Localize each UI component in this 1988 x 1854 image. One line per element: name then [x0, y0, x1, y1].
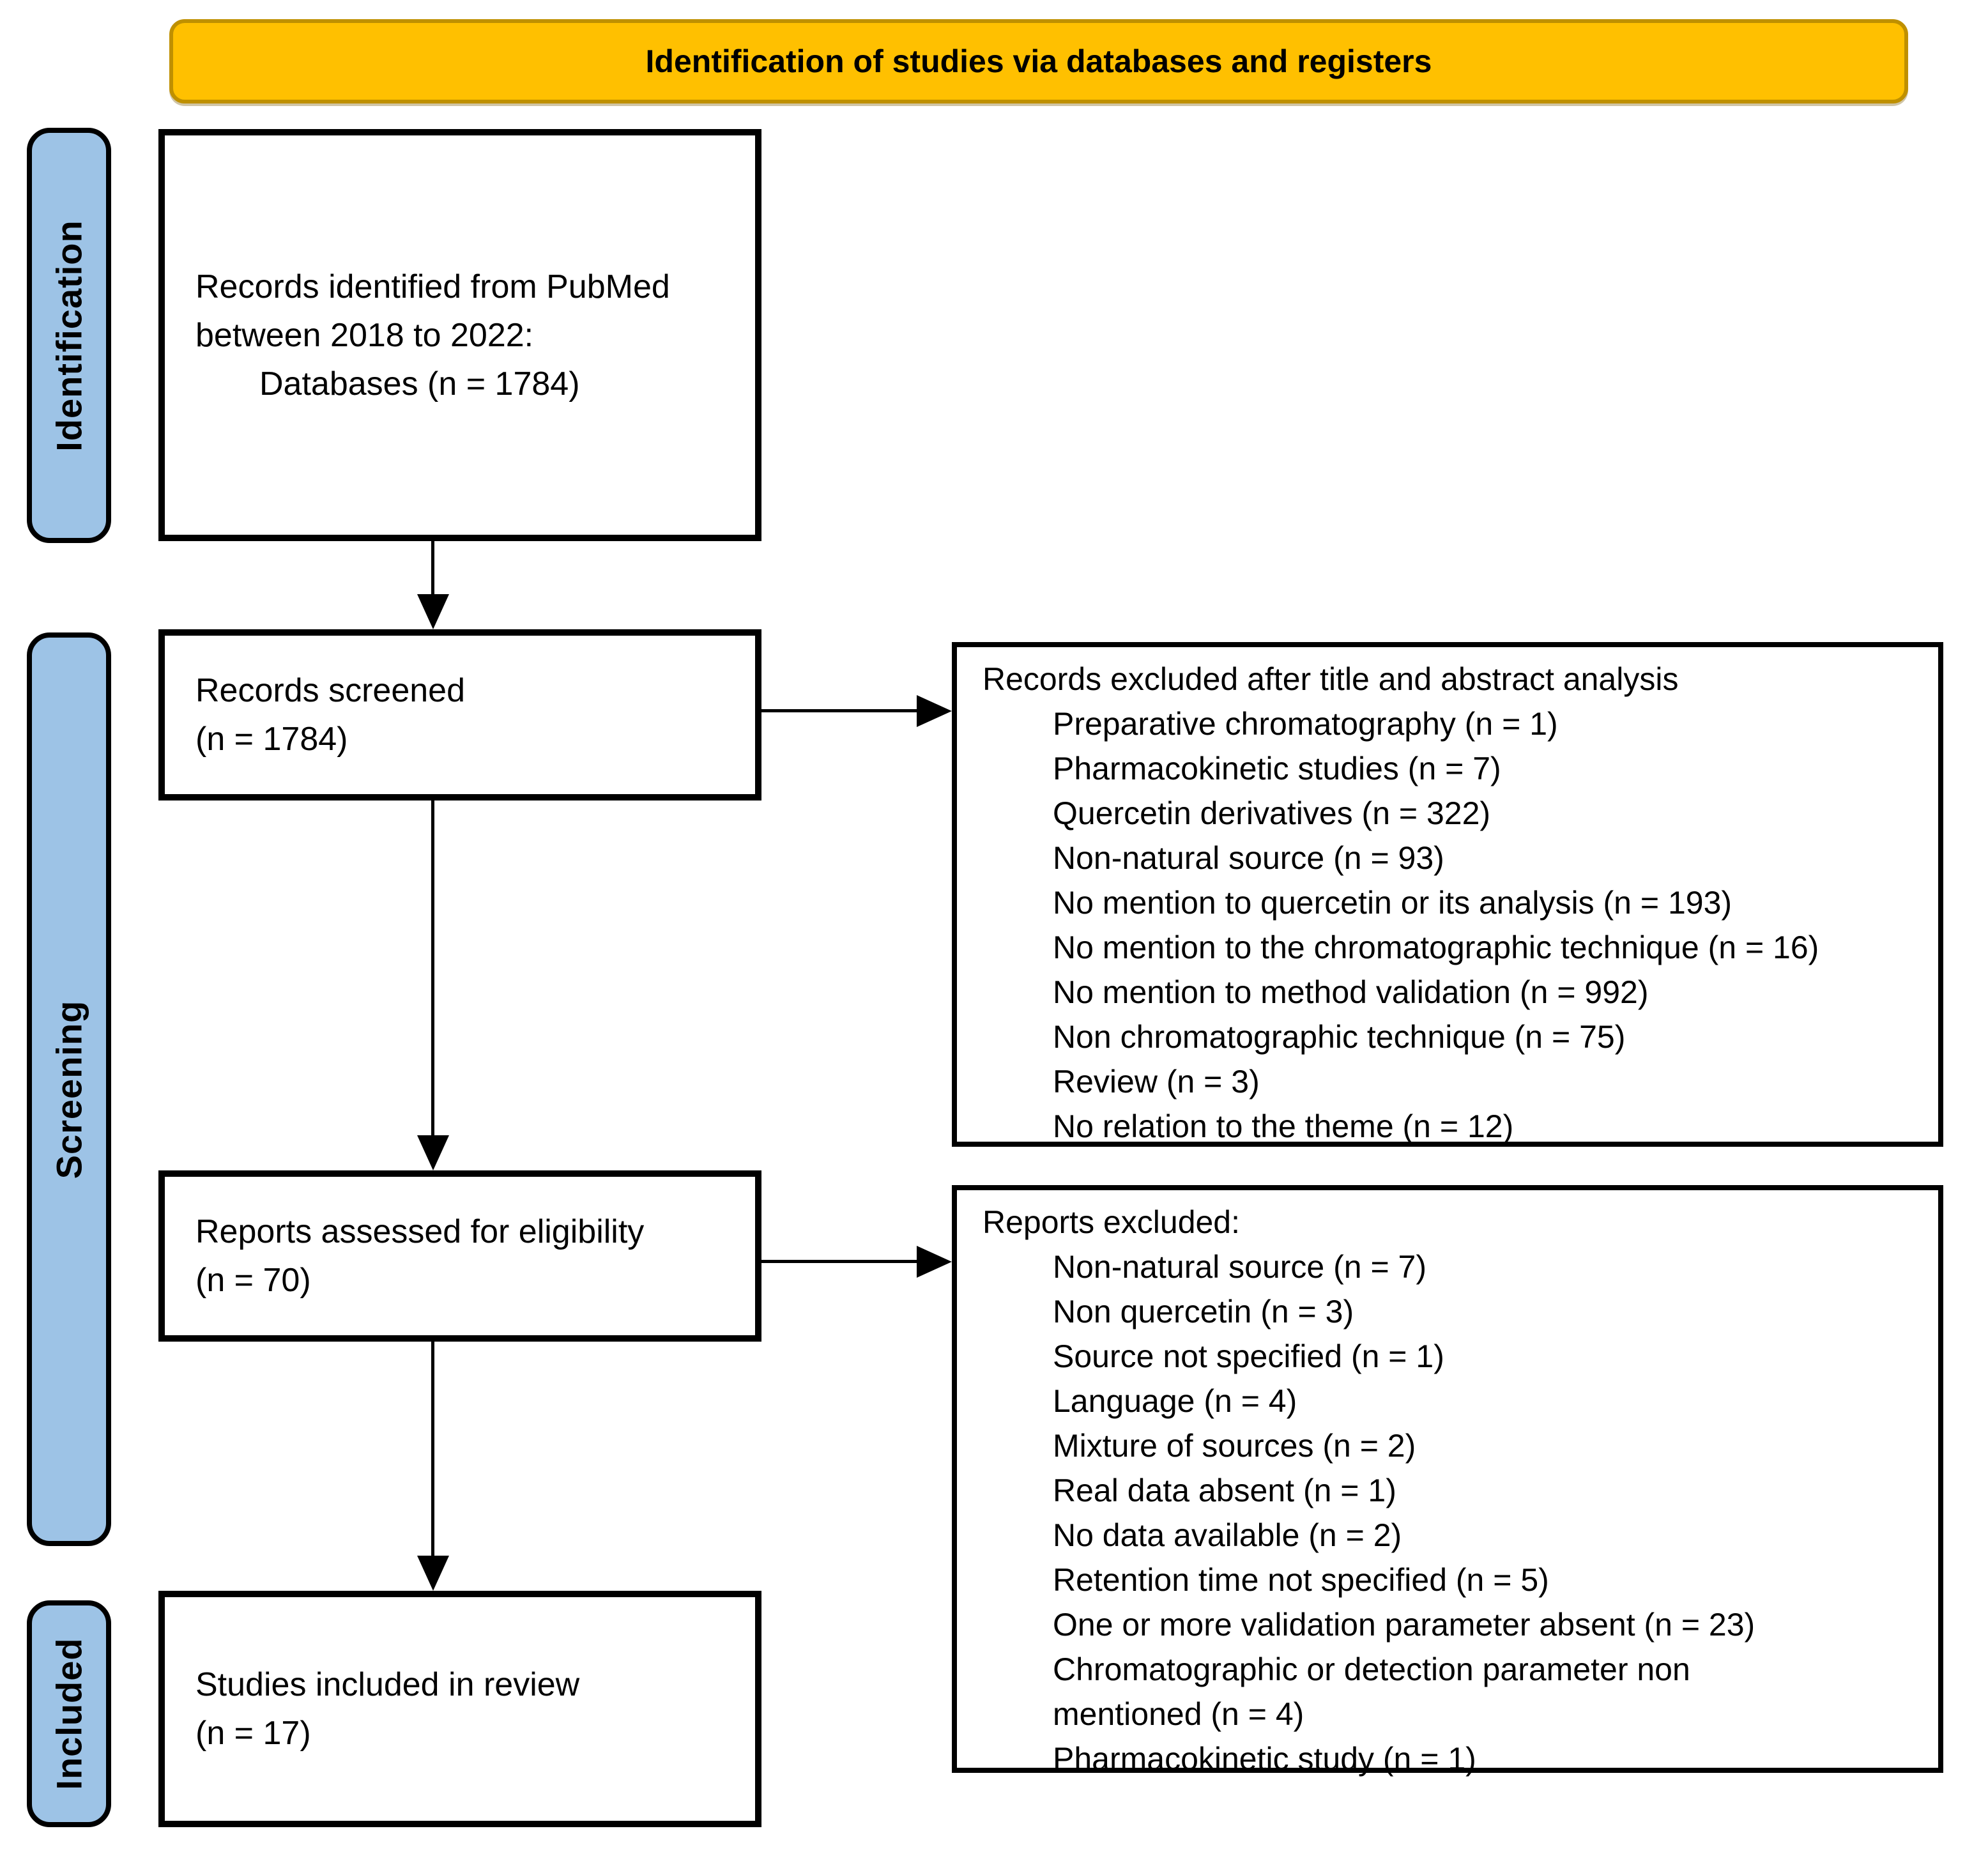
arrow-assessed-to-excluded-icon — [761, 1246, 952, 1278]
arrow-assessed-to-included-icon — [417, 1342, 449, 1591]
box-records-screened: Records screened (n = 1784) — [158, 629, 761, 801]
arrow-head — [917, 695, 952, 727]
exclusion-reason: Pharmacokinetic studies (n = 7) — [1053, 751, 1501, 786]
records-screened-label: Records screened — [195, 672, 465, 709]
banner-title: Identification of studies via databases … — [169, 19, 1908, 103]
banner-title-text: Identification of studies via databases … — [645, 43, 1432, 79]
records-identified-line-2: between 2018 to 2022: — [195, 316, 534, 354]
box-studies-included: Studies included in review (n = 17) — [158, 1591, 761, 1827]
stage-identification-text: Identification — [49, 219, 89, 452]
exclusion-reason: No mention to the chromatographic techni… — [1053, 930, 1819, 965]
box-records-excluded-title-abstract: Records excluded after title and abstrac… — [952, 642, 1943, 1147]
records-excluded-list: Preparative chromatography (n = 1) Pharma… — [983, 701, 1919, 1149]
exclusion-reason: Real data absent (n = 1) — [1053, 1473, 1396, 1508]
studies-included-count: (n = 17) — [195, 1715, 311, 1752]
reports-excluded-list: Non-natural source (n = 7) Non quercetin … — [983, 1245, 1919, 1781]
arrow-stem — [431, 541, 434, 597]
records-identified-count: Databases (n = 1784) — [259, 365, 580, 402]
exclusion-reason: One or more validation parameter absent … — [1053, 1607, 1755, 1643]
exclusion-reason: Non quercetin (n = 3) — [1053, 1294, 1354, 1329]
stage-label-included: Included — [27, 1600, 111, 1827]
exclusion-reason: Mixture of sources (n = 2) — [1053, 1428, 1416, 1464]
exclusion-reason: No mention to quercetin or its analysis … — [1053, 885, 1732, 921]
exclusion-reason: Preparative chromatography (n = 1) — [1053, 706, 1558, 742]
arrow-screened-to-excluded-icon — [761, 695, 952, 727]
stage-screening-text: Screening — [49, 1000, 89, 1179]
exclusion-reason: Non-natural source (n = 7) — [1053, 1249, 1427, 1285]
exclusion-reason: Source not specified (n = 1) — [1053, 1338, 1444, 1374]
arrow-stem — [761, 709, 920, 712]
reports-excluded-header: Reports excluded: — [983, 1204, 1241, 1240]
exclusion-reason: Language (n = 4) — [1053, 1383, 1297, 1419]
arrow-stem — [431, 1342, 434, 1559]
arrow-identified-to-screened-icon — [417, 541, 449, 629]
box-reports-excluded: Reports excluded: Non-natural source (n … — [952, 1185, 1943, 1777]
records-screened-count: (n = 1784) — [195, 721, 348, 758]
arrow-head — [417, 1135, 449, 1170]
exclusion-reason: Non-natural source (n = 93) — [1053, 840, 1444, 876]
exclusion-reason: No mention to method validation (n = 992… — [1053, 974, 1649, 1010]
exclusion-reason: Non chromatographic technique (n = 75) — [1053, 1019, 1626, 1055]
arrow-screened-to-assessed-icon — [417, 801, 449, 1170]
exclusion-reason: Retention time not specified (n = 5) — [1053, 1562, 1549, 1598]
exclusion-reason: No data available (n = 2) — [1053, 1517, 1402, 1553]
reports-assessed-label: Reports assessed for eligibility — [195, 1213, 645, 1250]
box-reports-assessed: Reports assessed for eligibility (n = 70… — [158, 1170, 761, 1342]
studies-included-label: Studies included in review — [195, 1666, 580, 1703]
reports-assessed-count: (n = 70) — [195, 1262, 311, 1299]
arrow-stem — [761, 1260, 920, 1263]
exclusion-reason: Review (n = 3) — [1053, 1064, 1260, 1099]
stage-included-text: Included — [49, 1637, 89, 1790]
arrow-head — [917, 1246, 952, 1278]
arrow-stem — [431, 801, 434, 1138]
stage-label-screening: Screening — [27, 632, 111, 1546]
records-identified-line-1: Records identified from PubMed — [195, 268, 670, 305]
exclusion-reason: Pharmacokinetic study (n = 1) — [1053, 1741, 1476, 1777]
box-records-identified: Records identified from PubMed between 2… — [158, 129, 761, 541]
exclusion-reason: Quercetin derivatives (n = 322) — [1053, 795, 1491, 831]
records-excluded-header: Records excluded after title and abstrac… — [983, 661, 1679, 697]
stage-label-identification: Identification — [27, 128, 111, 543]
arrow-head — [417, 594, 449, 629]
exclusion-reason: No relation to the theme (n = 12) — [1053, 1108, 1514, 1144]
exclusion-reason: Chromatographic or detection parameter n… — [1053, 1651, 1690, 1732]
arrow-head — [417, 1556, 449, 1591]
